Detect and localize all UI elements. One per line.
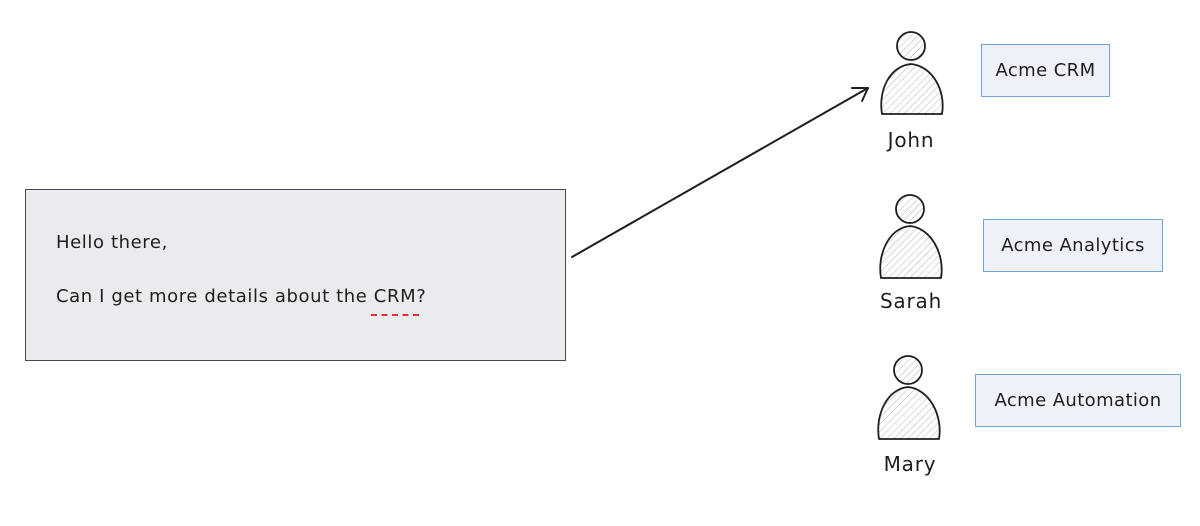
person-name-mary: Mary bbox=[883, 452, 937, 476]
message-box: Hello there, Can I get more details abou… bbox=[25, 189, 566, 361]
person-name-john: John bbox=[887, 128, 935, 152]
message-question-prefix: Can I get more details about the bbox=[56, 286, 374, 307]
person-icon-john bbox=[880, 31, 944, 115]
person-name-sarah: Sarah bbox=[879, 289, 943, 313]
message-keyword: CRM bbox=[370, 286, 420, 316]
person-icon-sarah bbox=[879, 194, 943, 279]
product-tag-john: Acme CRM bbox=[981, 44, 1110, 97]
person-icon-mary bbox=[877, 355, 941, 440]
arrowhead-icon bbox=[851, 87, 869, 102]
product-tag-mary: Acme Automation bbox=[975, 374, 1181, 427]
message-question-suffix: ? bbox=[416, 286, 427, 307]
product-tag-sarah: Acme Analytics bbox=[983, 219, 1163, 272]
message-question: Can I get more details about the CRM? bbox=[56, 286, 427, 316]
message-greeting: Hello there, bbox=[56, 232, 168, 253]
